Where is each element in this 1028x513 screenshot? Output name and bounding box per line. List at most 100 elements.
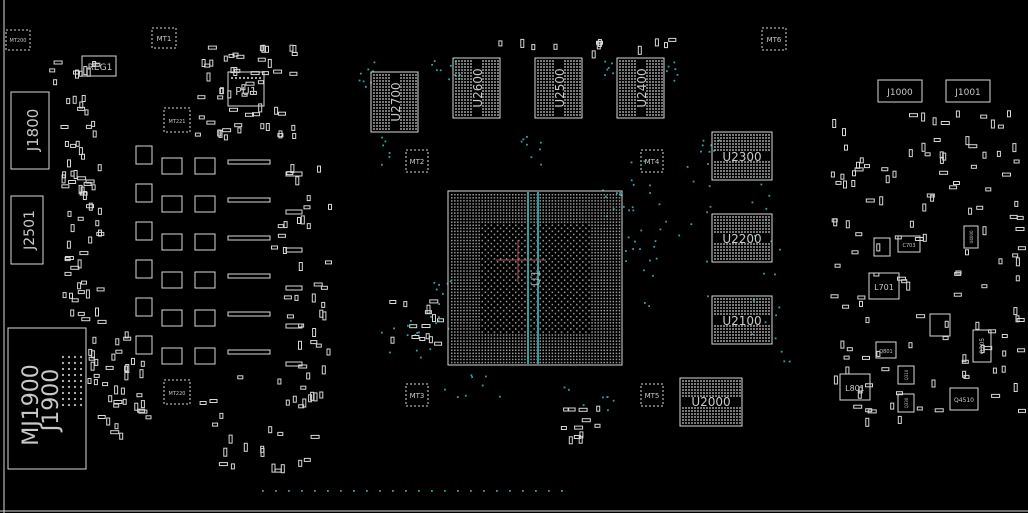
mt3-outline: [405, 383, 429, 407]
label-j1900: J1900: [39, 369, 64, 433]
mt5-outline: [640, 383, 664, 407]
label-mt6: MT6: [767, 36, 782, 44]
passives-mid-left: [271, 164, 332, 409]
passives-pu1-area: [194, 44, 298, 141]
label-u2500: U2500: [553, 68, 567, 107]
gpu-u1-balls: [451, 192, 621, 364]
chip-u2700-outline: [370, 71, 419, 133]
u-misc-outline: [929, 313, 951, 337]
label-j1001: J1001: [954, 88, 981, 98]
pu1-outline: [227, 71, 265, 107]
chip-u2600-outline: [452, 57, 501, 119]
u4000-outline: [963, 225, 979, 249]
label-layer: REG1 MT1 MT200 MT6 MT221 MT220 PU1 J1800…: [10, 35, 986, 446]
chip-u2400-outline: [616, 57, 665, 119]
power-stage-blocks: [135, 145, 303, 367]
inductor-l801-outline: [839, 373, 871, 401]
label-mt3: MT3: [410, 392, 425, 400]
label-u2100: U2100: [722, 314, 761, 328]
gpu-crosshair: [496, 240, 546, 282]
pad-layer: [49, 37, 1026, 474]
passives-top-left: [49, 60, 101, 86]
connector-j1001-outline: [945, 79, 991, 103]
chip-u2100-outline: [711, 295, 773, 345]
c703-outline: [897, 235, 921, 253]
label-q330: Q330: [904, 397, 909, 408]
label-q310: Q310: [904, 369, 909, 380]
label-q205: Q205: [979, 338, 986, 354]
passives-gpu-left: [389, 299, 444, 346]
label-q4510: Q4510: [954, 397, 974, 404]
connector-j1800-outline: [10, 91, 50, 170]
passives-left-column: [60, 95, 105, 322]
label-j1800: J1800: [24, 109, 42, 153]
mt1-outline: [151, 27, 177, 49]
label-u2300: U2300: [722, 150, 761, 164]
mt4-outline: [640, 149, 664, 173]
label-mt4: MT4: [645, 158, 660, 166]
label-mj1900: MJ1900: [19, 364, 44, 445]
label-mt1: MT1: [157, 35, 172, 43]
label-pu1: PU1: [235, 85, 257, 98]
q4510-outline: [949, 387, 979, 411]
chip-u2700-balls: [373, 74, 417, 130]
label-reg1: REG1: [88, 63, 113, 73]
chip-u2500-outline: [534, 57, 583, 119]
label-mt200: MT200: [10, 38, 27, 44]
q801-outline: [875, 341, 897, 359]
label-q801: Q801: [879, 349, 892, 355]
q310-outline: [897, 365, 915, 385]
chip-u2200-outline: [711, 213, 773, 263]
label-l701: L701: [874, 283, 894, 292]
label-j1000: J1000: [886, 88, 913, 98]
chip-u2000-balls: [682, 380, 741, 424]
via-layer: [262, 60, 791, 492]
passives-top-row: [498, 37, 677, 59]
pu1-pins-top: [230, 76, 262, 80]
label-u2400: U2400: [635, 68, 649, 107]
label-l801: L801: [845, 384, 865, 393]
label-u1: U1: [529, 270, 543, 286]
mt221-outline: [163, 107, 191, 133]
label-mt5: MT5: [645, 392, 660, 400]
passives-gpu-bottom: [560, 405, 601, 445]
label-mt2: MT2: [410, 158, 425, 166]
connector-j1000-outline: [877, 79, 923, 103]
passives-right-area: [830, 110, 1026, 427]
mt220-outline: [163, 379, 191, 405]
chip-u2100-balls: [714, 298, 770, 342]
connector-j2501-outline: [10, 195, 44, 265]
chip-u2000-outline: [679, 377, 743, 427]
label-u2000: U2000: [691, 395, 730, 409]
mt200-outline: [5, 29, 31, 51]
passives-bottom-left: [199, 372, 324, 474]
label-mt220: MT220: [169, 391, 186, 397]
mt6-outline: [761, 27, 787, 51]
q330-outline: [897, 393, 915, 413]
chip-u2200-balls: [714, 216, 770, 260]
label-u2200: U2200: [722, 232, 761, 246]
chip-u2500-balls: [537, 60, 581, 116]
trace-layer: [262, 60, 791, 492]
label-u2600: U2600: [471, 68, 485, 107]
inductor-l701-outline: [868, 272, 900, 300]
chip-u2400-balls: [619, 60, 663, 116]
reg1-outline: [81, 55, 117, 77]
q205-outline: [972, 329, 992, 363]
chip-u2600-balls: [455, 60, 499, 116]
label-u4000: U4000: [969, 230, 974, 244]
label-j2501: J2501: [22, 210, 38, 251]
connector-j1900-pins: [61, 355, 83, 407]
chip-u2300-outline: [711, 131, 773, 181]
label-u2700: U2700: [389, 82, 403, 121]
label-mt221: MT221: [169, 119, 186, 125]
gpu-u1-outline: [447, 190, 623, 366]
label-c703: C703: [902, 243, 915, 249]
chip-u2300-balls: [714, 134, 770, 178]
mt2-outline: [405, 149, 429, 173]
passives-lower-left: [87, 319, 152, 440]
u-small-outline: [873, 237, 891, 257]
